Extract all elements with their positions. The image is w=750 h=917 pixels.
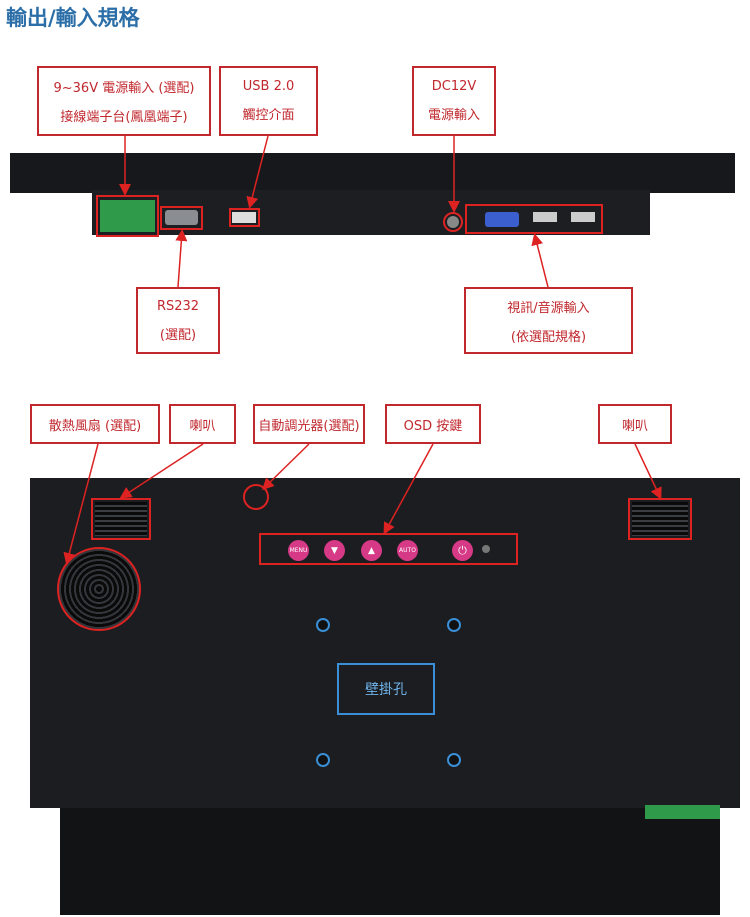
label-line: RS232 — [156, 298, 200, 314]
label-video: 視訊/音源輸入 (依選配規格) — [464, 287, 633, 354]
vga-port — [485, 212, 519, 227]
label-line: 視訊/音源輸入 — [507, 300, 590, 316]
terminal-block — [100, 200, 155, 232]
wall-mount-label: 壁掛孔 — [337, 663, 435, 715]
label-dimmer: 自動調光器(選配) — [253, 404, 365, 444]
highlight-speaker-left — [91, 498, 151, 540]
label-rs232: RS232 (選配) — [136, 287, 220, 354]
osd-up-button[interactable]: ▲ — [361, 540, 382, 561]
device-stand — [60, 808, 720, 915]
highlight-video — [465, 204, 603, 234]
label-osd: OSD 按鍵 — [385, 404, 481, 444]
osd-power-button[interactable]: ⏻ — [452, 540, 473, 561]
highlight-rs232 — [160, 206, 203, 230]
osd-down-button[interactable]: ▼ — [324, 540, 345, 561]
speaker-grille-right — [632, 502, 688, 536]
wall-mount-hole — [447, 618, 461, 632]
highlight-terminal — [96, 195, 159, 237]
highlight-usb — [229, 208, 260, 227]
osd-auto-button[interactable]: AUTO — [397, 540, 418, 561]
label-line: (依選配規格) — [510, 329, 587, 345]
wall-mount-hole — [316, 753, 330, 767]
highlight-dimmer — [243, 484, 269, 510]
speaker-grille-left — [95, 502, 147, 536]
label-fan: 散熱風扇 (選配) — [30, 404, 160, 444]
wall-mount-hole — [316, 618, 330, 632]
label-line: USB 2.0 — [242, 79, 295, 94]
label-line: (選配) — [159, 327, 197, 343]
power-led — [482, 545, 490, 553]
usb-port — [232, 212, 256, 223]
label-usb: USB 2.0 觸控介面 — [219, 66, 318, 136]
page-title: 輸出/輸入規格 — [6, 6, 140, 30]
wall-mount-hole — [447, 753, 461, 767]
label-speaker-right: 喇叭 — [598, 404, 672, 444]
label-line: 接線端子台(鳳凰端子) — [60, 110, 188, 125]
label-line: 觸控介面 — [242, 108, 295, 123]
hdmi-port-2 — [571, 212, 595, 222]
green-connector — [645, 805, 720, 819]
rs232-port — [165, 210, 198, 225]
highlight-dc — [443, 212, 463, 232]
label-line: 9~36V 電源輸入 (選配) — [53, 81, 195, 96]
osd-menu-button[interactable]: MENU — [288, 540, 309, 561]
label-line: DC12V — [431, 79, 477, 94]
label-speaker-left: 喇叭 — [169, 404, 236, 444]
label-line: 電源輸入 — [427, 108, 480, 123]
label-dc: DC12V 電源輸入 — [412, 66, 496, 136]
hdmi-port — [533, 212, 557, 222]
label-power-terminal: 9~36V 電源輸入 (選配) 接線端子台(鳳凰端子) — [37, 66, 211, 136]
